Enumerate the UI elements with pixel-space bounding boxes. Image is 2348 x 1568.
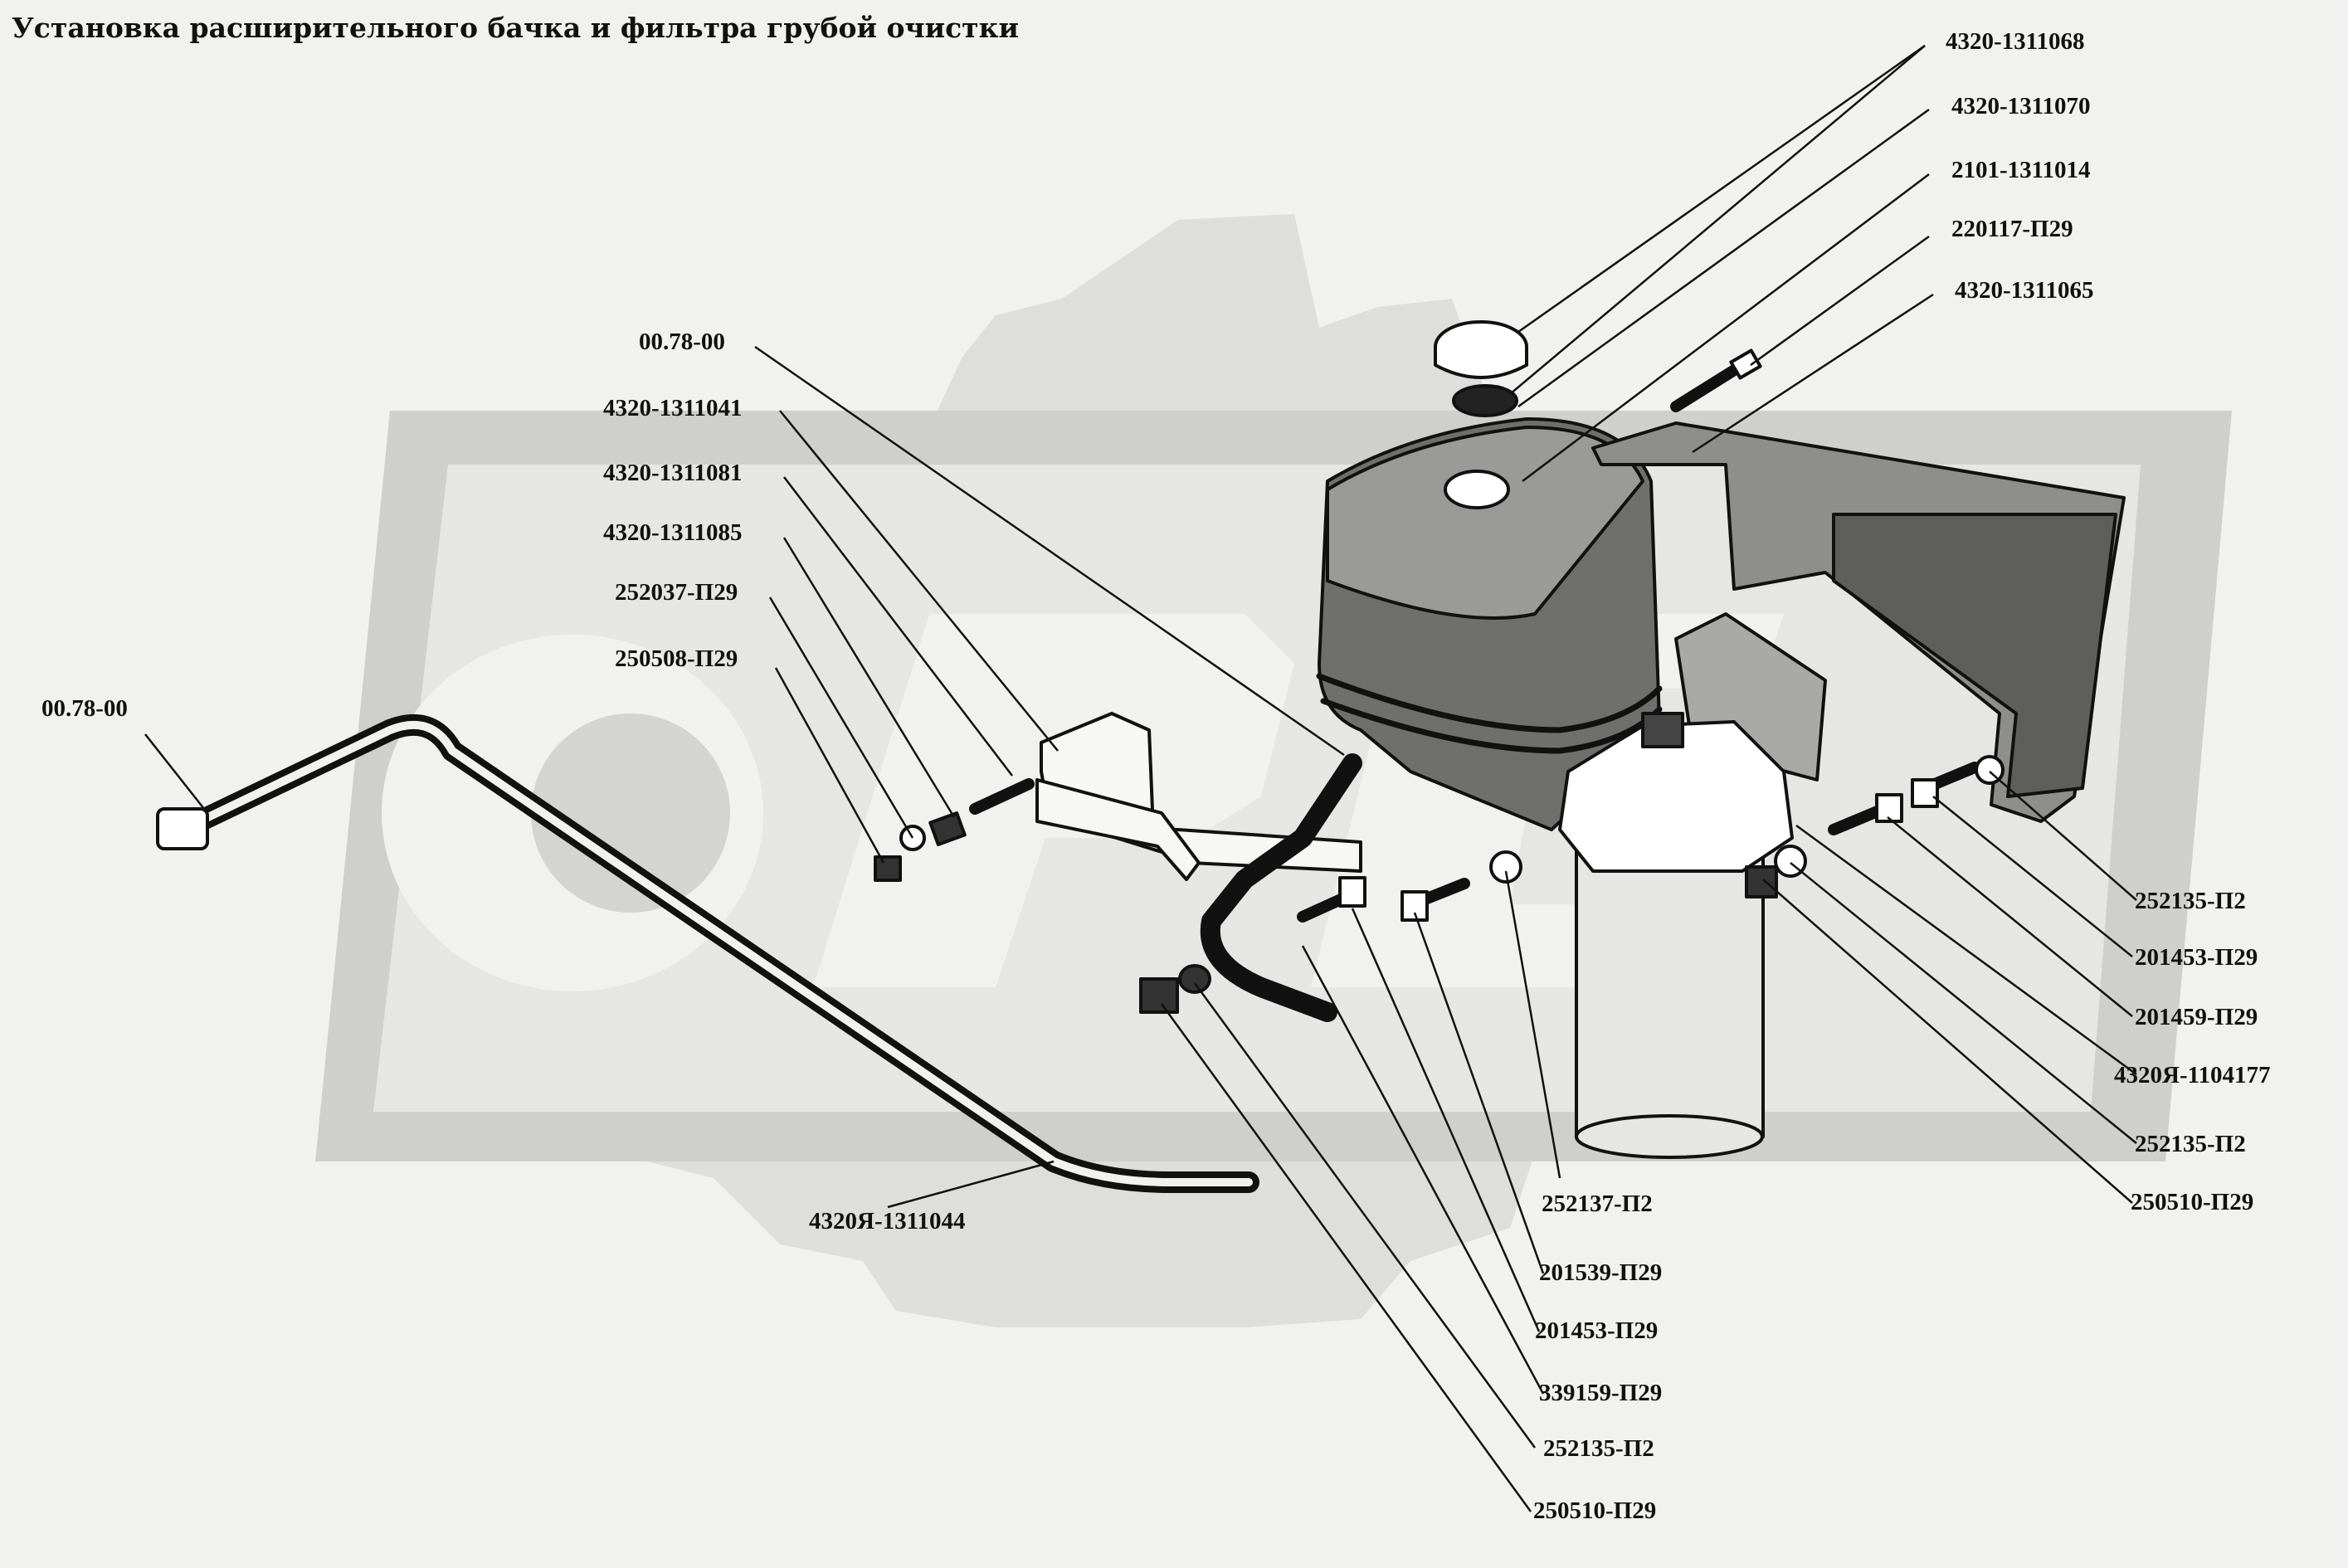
nut-250508 bbox=[874, 855, 902, 882]
leader-252137 bbox=[1504, 870, 1561, 1179]
bolt-201453-b-head bbox=[1401, 890, 1429, 922]
leader-1311085 bbox=[782, 537, 956, 818]
label-4320-1311068: 4320-1311068 bbox=[1946, 28, 2085, 55]
label-00-78-00-left: 00.78-00 bbox=[41, 695, 128, 722]
filler-cap-body bbox=[1434, 345, 1528, 379]
nut-250510-a bbox=[1139, 977, 1179, 1014]
leader-1311068-a bbox=[1517, 44, 1926, 334]
bolt-201453-a-head bbox=[1875, 793, 1903, 823]
filter-canister bbox=[1575, 836, 1765, 1138]
label-339159-p29: 339159-П29 bbox=[1539, 1380, 1663, 1406]
filter-top-bolt bbox=[1641, 712, 1684, 748]
label-2101-1311014: 2101-1311014 bbox=[1951, 157, 2091, 183]
leader-lines bbox=[144, 44, 2137, 1512]
label-252135-p2-c: 252135-П2 bbox=[1543, 1435, 1654, 1462]
leader-220117 bbox=[1750, 235, 1930, 367]
leader-1311044 bbox=[887, 1160, 1055, 1209]
leader-1311014 bbox=[1522, 173, 1930, 482]
label-252135-p2-b: 252135-П2 bbox=[2135, 1131, 2246, 1157]
leader-252135-a bbox=[1989, 771, 2137, 901]
bolt-201539-head bbox=[1338, 876, 1366, 908]
label-250508-p29: 250508-П29 bbox=[615, 645, 738, 672]
leader-252135-c bbox=[1193, 982, 1537, 1449]
label-201459-p29: 201459-П29 bbox=[2135, 1004, 2258, 1030]
label-252137-p2: 252137-П2 bbox=[1542, 1191, 1653, 1217]
tank-bracket-hatch bbox=[1832, 513, 2117, 798]
watermark-logo bbox=[315, 214, 2232, 1327]
leader-250510-a bbox=[1762, 879, 2133, 1204]
label-220117-p29: 220117-П29 bbox=[1951, 216, 2073, 242]
leader-252037 bbox=[768, 597, 914, 839]
label-4320-1311070: 4320-1311070 bbox=[1951, 93, 2091, 119]
leader-00-78-00-left bbox=[144, 733, 208, 814]
leader-252135-b bbox=[1790, 862, 2137, 1144]
label-00-78-00-top: 00.78-00 bbox=[639, 329, 725, 355]
leader-1311070 bbox=[1517, 108, 1930, 408]
tank-band bbox=[1316, 673, 1663, 733]
filter-canister-bottom bbox=[1575, 1114, 1764, 1159]
label-201453-p29-a: 201453-П29 bbox=[2135, 944, 2258, 971]
bolt-top bbox=[1670, 359, 1748, 412]
leader-00-78-00-top bbox=[754, 345, 1345, 757]
leader-1104177 bbox=[1795, 824, 2137, 1076]
nut-1311085 bbox=[928, 811, 967, 846]
leader-201539 bbox=[1413, 912, 1545, 1274]
label-201453-p29-b: 201453-П29 bbox=[1535, 1317, 1659, 1344]
leader-250510-b bbox=[1160, 1003, 1532, 1512]
leader-201453-a bbox=[1932, 796, 2133, 957]
leader-339159 bbox=[1301, 945, 1545, 1395]
nut-250510-b bbox=[1745, 865, 1778, 898]
hose-bracket-arm bbox=[1035, 778, 1201, 881]
label-4320-1311081: 4320-1311081 bbox=[603, 460, 743, 486]
parts bbox=[156, 320, 2126, 1193]
tank-neck bbox=[1444, 470, 1510, 509]
label-201539-p29: 201539-П29 bbox=[1539, 1259, 1663, 1286]
label-4320ya-1104177: 4320Я-1104177 bbox=[2114, 1062, 2271, 1088]
leader-1311081 bbox=[783, 476, 1013, 777]
label-4320-1311085: 4320-1311085 bbox=[603, 519, 743, 546]
short-hose bbox=[1200, 753, 1362, 1022]
long-hose-core bbox=[166, 720, 1253, 1186]
leader-1311041 bbox=[779, 410, 1059, 752]
label-4320-1311065: 4320-1311065 bbox=[1955, 277, 2094, 304]
label-4320ya-1311044: 4320Я-1311044 bbox=[809, 1208, 966, 1234]
leader-1311065 bbox=[1692, 293, 1934, 454]
label-4320-1311041: 4320-1311041 bbox=[603, 395, 743, 421]
diagram-title: Установка расширительного бачка и фильтр… bbox=[12, 12, 1019, 44]
label-250510-p29-b: 250510-П29 bbox=[1533, 1497, 1657, 1524]
label-250510-p29-a: 250510-П29 bbox=[2131, 1189, 2254, 1215]
leader-250508 bbox=[774, 667, 885, 864]
gasket bbox=[1452, 384, 1518, 417]
stud bbox=[969, 778, 1035, 815]
watermark-letter-o-hole bbox=[531, 713, 730, 913]
leader-201453-b bbox=[1351, 908, 1541, 1332]
bolt-201459-head bbox=[1911, 778, 1939, 808]
washer-252137 bbox=[1489, 850, 1522, 884]
label-252135-p2-a: 252135-П2 bbox=[2135, 888, 2246, 914]
bolt-top-head bbox=[1729, 348, 1762, 380]
leader-201459 bbox=[1887, 816, 2133, 1017]
tank-band-2 bbox=[1320, 698, 1663, 754]
hose-end-fitting bbox=[156, 807, 209, 850]
label-252037-p29: 252037-П29 bbox=[615, 579, 738, 606]
bolt-201453-b bbox=[1417, 878, 1470, 906]
leader-1311068-b bbox=[1509, 45, 1926, 395]
washer-252135-a bbox=[1178, 964, 1211, 994]
